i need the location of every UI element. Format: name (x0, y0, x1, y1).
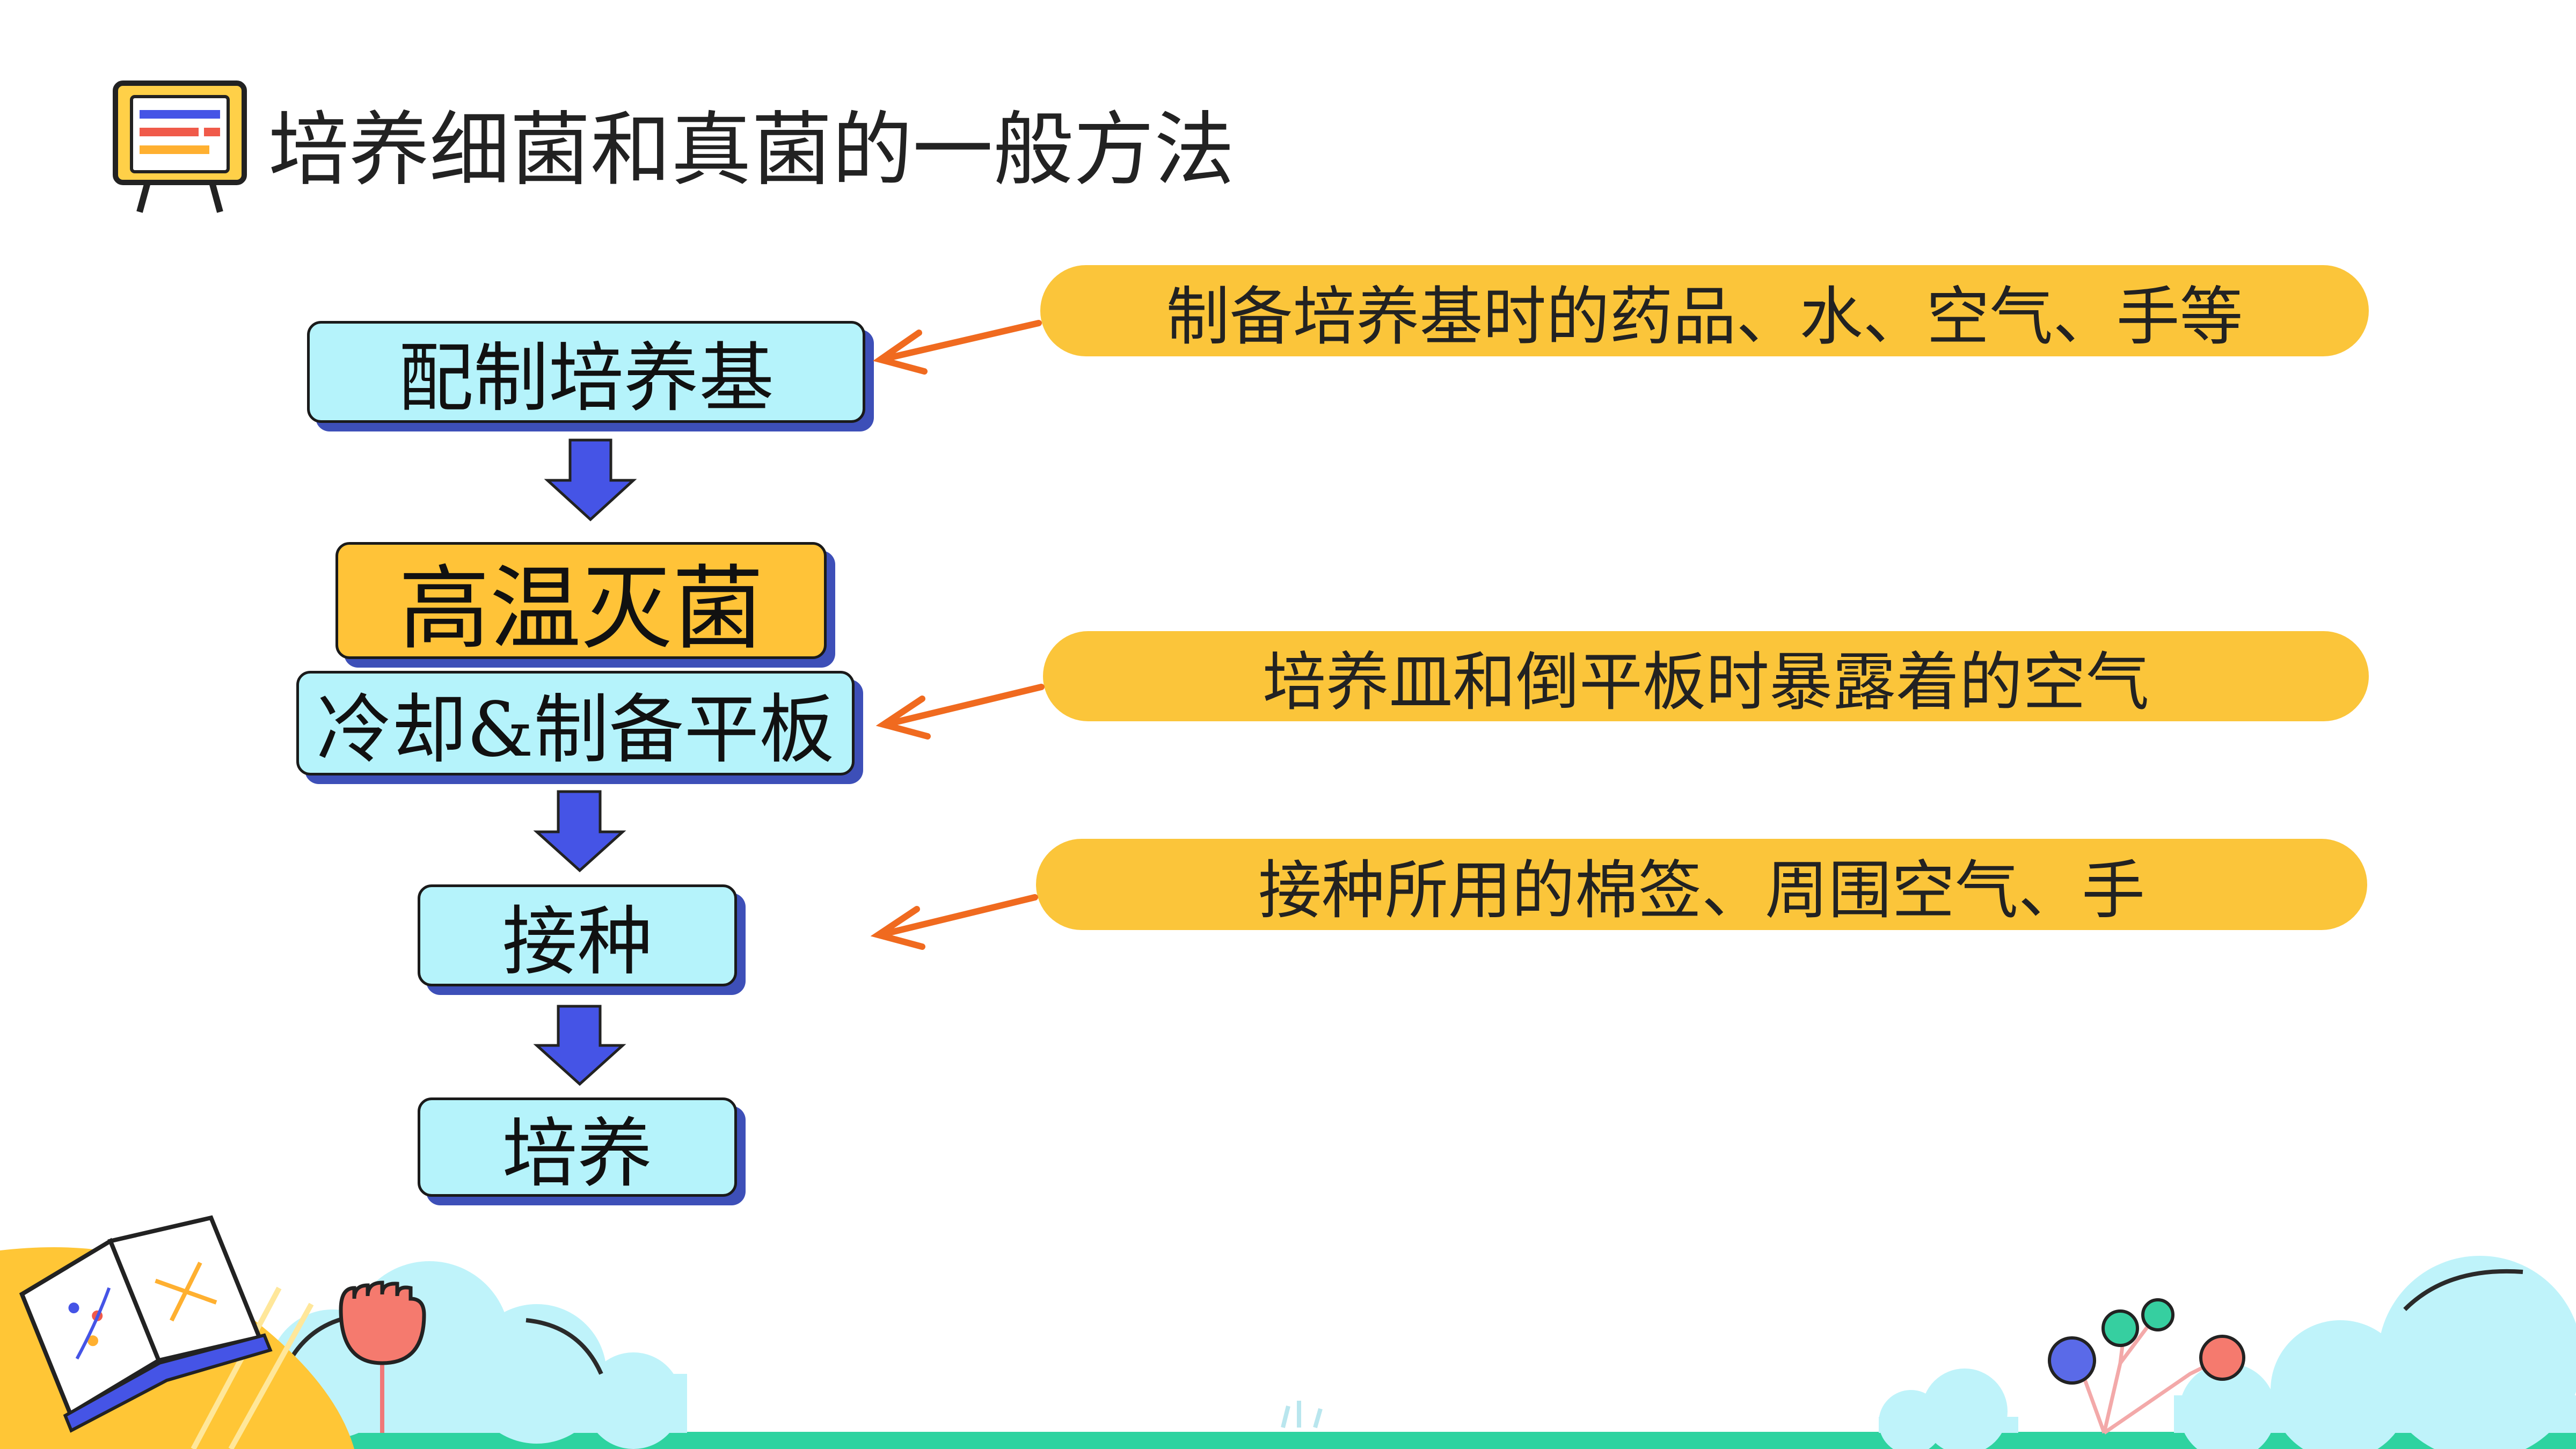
step-sterilize: 高温灭菌 (335, 542, 827, 662)
page-title: 培养细菌和真菌的一般方法 (268, 104, 1235, 197)
step-inoculate: 接种 (418, 884, 737, 986)
note-plate-sources: 培养皿和倒平板时暴露着的空气 (1043, 631, 2369, 721)
step-label: 冷却&制备平板 (316, 686, 835, 774)
hill-stripes (191, 1286, 314, 1449)
note-label: 制备培养基时的药品、水、空气、手等 (1166, 279, 2243, 354)
note-medium-sources: 制备培养基时的药品、水、空气、手等 (1040, 265, 2369, 356)
step-label: 配制培养基 (398, 335, 774, 422)
arrow-left-icon (870, 894, 1038, 950)
cloud-small-right (1879, 1368, 2018, 1449)
note-label: 培养皿和倒平板时暴露着的空气 (1262, 645, 2149, 719)
step-prepare-medium: 配制培养基 (307, 321, 865, 423)
note-label: 接种所用的棉签、周围空气、手 (1258, 853, 2145, 927)
step-label: 培养 (502, 1110, 653, 1198)
arrow-down-icon (544, 438, 637, 522)
arrow-left-icon (872, 320, 1042, 375)
ground-strip (0, 1432, 2576, 1449)
arrow-down-icon (533, 1005, 626, 1086)
arrow-left-icon (875, 684, 1045, 740)
step-label: 高温灭菌 (398, 556, 764, 662)
step-label: 接种 (502, 898, 653, 986)
cloud-right (2174, 1256, 2576, 1449)
step-cool-plate: 冷却&制备平板 (296, 671, 855, 775)
grass-tuft (1281, 1401, 1323, 1429)
note-inoculation-sources: 接种所用的棉签、周围空气、手 (1036, 839, 2367, 930)
arrow-down-icon (533, 790, 626, 873)
step-culture: 培养 (418, 1097, 737, 1198)
